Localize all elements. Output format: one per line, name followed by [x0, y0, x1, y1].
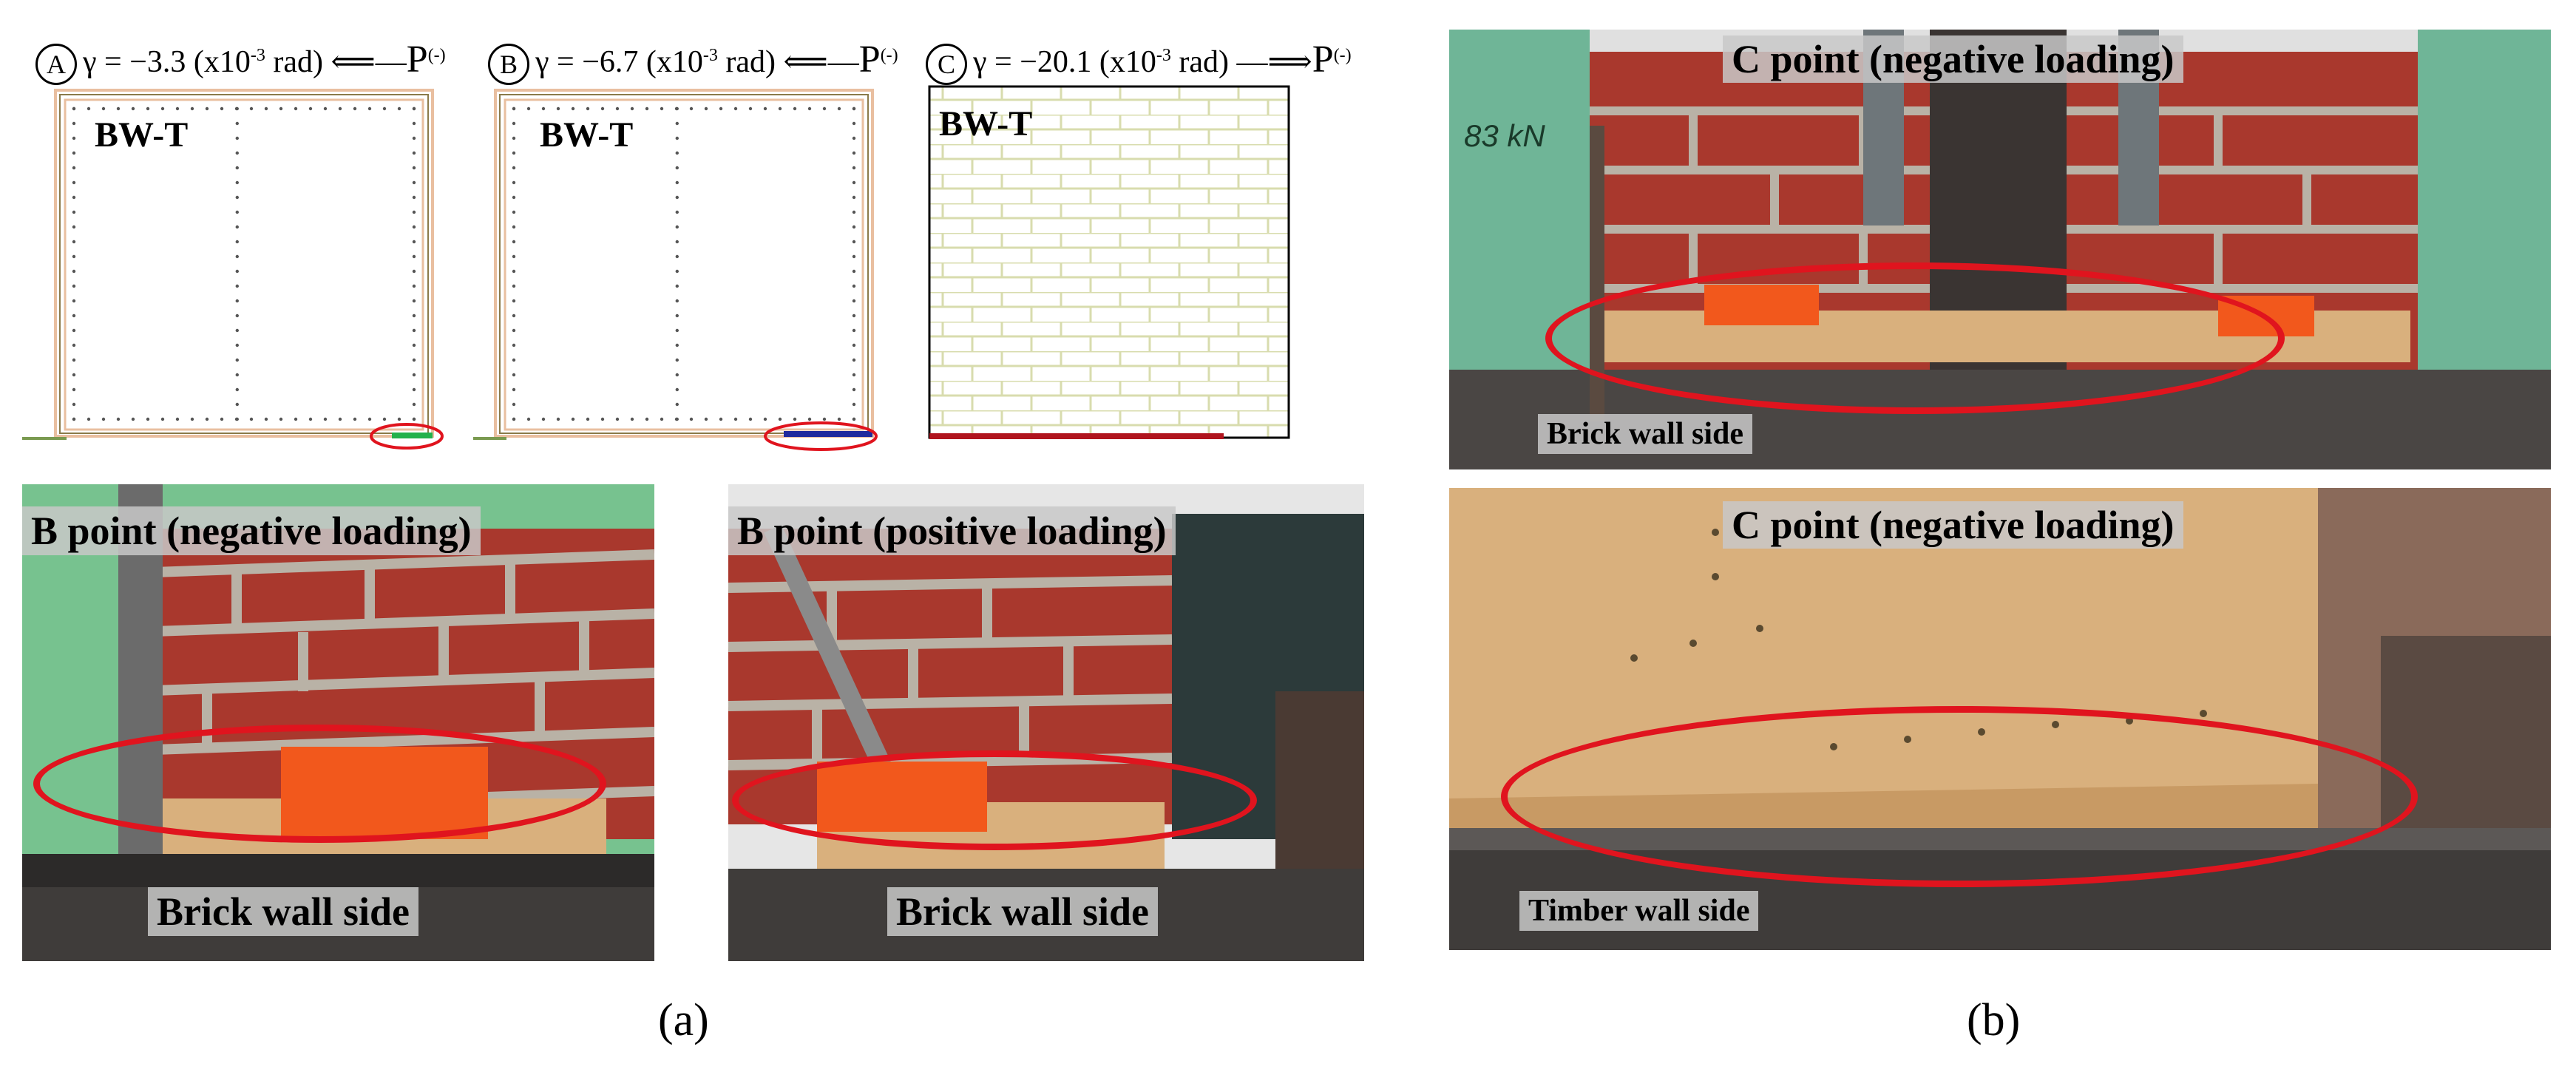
panel-a-caption: (a): [658, 995, 709, 1045]
slip-highlight-ellipse: [732, 750, 1257, 850]
arrow-left-icon: ⟸—: [783, 45, 859, 79]
slip-highlight-ellipse: [1501, 706, 2418, 887]
gamma-a-unit: rad): [265, 45, 324, 79]
photo-footer: Brick wall side: [148, 887, 419, 936]
wall-label-c: BW-T: [939, 104, 1033, 143]
slip-highlight-ellipse: [1545, 262, 2285, 414]
photo-footer: Brick wall side: [887, 887, 1159, 936]
gamma-c-exp: -3: [1156, 46, 1171, 65]
slip-highlight-ellipse: [33, 725, 606, 843]
photo-b-point-positive: B point (positive loading) Brick wall si…: [728, 484, 1364, 961]
load-b-sign: (-): [880, 46, 898, 65]
wall-label-a: BW-T: [95, 115, 189, 155]
photo-title: C point (negative loading): [1723, 35, 2183, 83]
panel-b-caption: (b): [1967, 995, 2021, 1045]
load-a-sign: (-): [427, 46, 446, 65]
photo-title: B point (negative loading): [22, 506, 481, 555]
marker-c: C: [926, 44, 967, 86]
photo-footer: Brick wall side: [1538, 414, 1753, 454]
gamma-b-unit: rad): [717, 45, 776, 79]
marker-a: A: [35, 44, 77, 86]
gamma-b: γ = −6.7 (x10: [535, 45, 703, 79]
wall-label-b: BW-T: [540, 115, 634, 155]
wall-diagram-b: [473, 89, 878, 451]
slip-ellipse-a: [370, 423, 444, 450]
gamma-c: γ = −20.1 (x10: [973, 45, 1156, 79]
load-gauge-label: 83 kN: [1464, 118, 1545, 153]
photo-title: B point (positive loading): [728, 506, 1176, 555]
load-c: P: [1312, 38, 1334, 81]
slip-ellipse-b: [764, 421, 878, 451]
gamma-a-exp: -3: [250, 46, 265, 65]
marker-b: B: [488, 44, 529, 86]
photo-b-point-negative: B point (negative loading) Brick wall si…: [22, 484, 654, 961]
arrow-right-icon: —⟹: [1236, 45, 1312, 79]
photo-c-point-brick: C point (negative loading) Brick wall si…: [1449, 30, 2551, 469]
photo-title: C point (negative loading): [1723, 501, 2183, 549]
photo-footer: Timber wall side: [1519, 891, 1759, 931]
load-c-sign: (-): [1333, 46, 1352, 65]
wall-diagram-a: [22, 89, 444, 450]
load-a: P: [406, 38, 428, 81]
gamma-c-unit: rad): [1170, 45, 1230, 79]
arrow-left-icon: ⟸—: [331, 45, 407, 79]
gamma-a: γ = −3.3 (x10: [83, 45, 251, 79]
gamma-b-exp: -3: [702, 46, 718, 65]
photo-c-point-timber: C point (negative loading) Timber wall s…: [1449, 488, 2551, 950]
wall-diagram-c: [928, 85, 1290, 439]
load-b: P: [858, 38, 881, 81]
